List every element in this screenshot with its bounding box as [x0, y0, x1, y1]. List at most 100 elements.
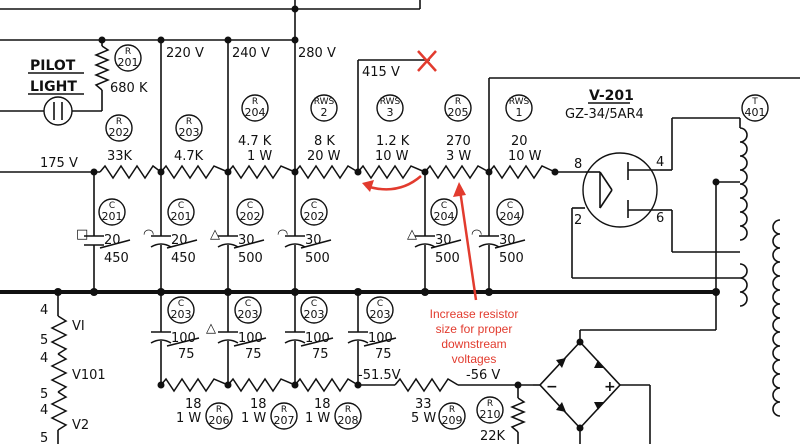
- heater-pin-5b: 5: [40, 387, 48, 402]
- c203b-ref: 203: [238, 308, 259, 321]
- red-x-mark: [417, 50, 437, 72]
- cap-c203-a: C 203 100 75: [166, 296, 200, 362]
- cap-c203-b: C 203 △ 100 75: [206, 296, 267, 362]
- junction-dots-bottom: [157, 381, 522, 389]
- r202-value: 33K: [107, 149, 133, 164]
- r209-value: 33: [415, 397, 432, 412]
- tube-pin6: 6: [656, 211, 664, 226]
- resistor-r207: 18 1 W R 207: [241, 397, 298, 430]
- c202b-volts: 500: [305, 251, 330, 266]
- r209-prefix: R: [449, 405, 455, 415]
- r206-prefix: R: [216, 405, 222, 415]
- c202b-prefix: C: [311, 201, 317, 211]
- heater-pin-4b: 4: [40, 351, 48, 366]
- r201-ref: 201: [118, 56, 139, 69]
- resistor-r209: 33 5 W R 209: [411, 397, 466, 430]
- r205-watt: 3 W: [446, 149, 471, 164]
- resistor-rws1: RWS 1 20 10 W: [505, 94, 542, 164]
- c203a-prefix: C: [178, 299, 184, 309]
- pilot-label-line2: LIGHT: [30, 79, 77, 95]
- r201-badge: [114, 44, 142, 72]
- cap-c201-b: C 201 ◠ 20 450: [143, 198, 198, 266]
- rail-label-220v: 220 V: [166, 46, 204, 61]
- resistor-r208: 18 1 W R 208: [305, 397, 362, 430]
- red-arrow: [458, 189, 478, 301]
- c203d-ref: 203: [370, 308, 391, 321]
- r206-ref: 206: [209, 414, 230, 427]
- cap-row-top: [84, 172, 500, 292]
- c203d-value: 100: [368, 331, 393, 346]
- tube-v201: V-201 GZ-34/5AR4 8 4 2 6: [565, 88, 673, 278]
- tube-pin8: 8: [574, 157, 582, 172]
- c201a-volts: 450: [104, 251, 129, 266]
- resistor-r202: R 202 33K: [105, 114, 133, 164]
- c203c-ref: 203: [304, 308, 325, 321]
- heater-pin-4a: 4: [40, 303, 48, 318]
- c203b-mark: △: [206, 321, 216, 336]
- c204b-prefix: C: [507, 201, 513, 211]
- bridge-plus: +: [604, 379, 616, 395]
- cap-c203-d: C 203 100 75: [363, 296, 397, 362]
- r209-watt: 5 W: [411, 411, 436, 426]
- neg-rail-label-2: -56 V: [466, 368, 500, 383]
- top-wiring: [0, 0, 800, 172]
- rws3-ref: 3: [387, 106, 394, 119]
- junction-dot: [291, 5, 299, 13]
- c204a-volts: 500: [435, 251, 460, 266]
- r208-value: 18: [314, 397, 331, 412]
- rws1-watt: 10 W: [508, 149, 542, 164]
- heater-string: 4 5 VI 4 5 V101 4 5 V2: [40, 292, 106, 444]
- c203a-ref: 203: [171, 308, 192, 321]
- resistor-r203: R 203 4.7K: [174, 114, 204, 164]
- c203b-value: 100: [238, 331, 263, 346]
- c201a-prefix: C: [109, 201, 115, 211]
- r205-prefix: R: [455, 97, 461, 107]
- cap-c204-b: C 204 ◠ 30 500: [471, 198, 526, 266]
- r206-value: 18: [185, 397, 202, 412]
- c201b-mark: ◠: [143, 227, 154, 242]
- c204a-prefix: C: [441, 201, 447, 211]
- heater-label-v1: VI: [72, 319, 85, 334]
- annotation-line4: voltages: [452, 352, 497, 366]
- tube-envelope-icon: [582, 152, 658, 228]
- r210-ref: 210: [480, 408, 501, 421]
- t401-ref: 401: [745, 106, 766, 119]
- cap-c202-a: C 202 △ 30 500: [210, 198, 265, 266]
- r207-watt: 1 W: [241, 411, 266, 426]
- r210-value: 22K: [480, 429, 506, 444]
- heater-label-v2: V2: [72, 418, 89, 433]
- c202b-mark: ◠: [277, 227, 288, 242]
- rail-label-415v: 415 V: [362, 65, 400, 80]
- tube-ref: V-201: [589, 88, 634, 104]
- bridge-rectifier: − +: [533, 292, 717, 444]
- r201-value: 680 K: [110, 81, 148, 96]
- junction-dot: [291, 36, 299, 44]
- heater-pin-5a: 5: [40, 333, 48, 348]
- resistor-rws2: RWS 2 8 K 20 W: [307, 94, 341, 164]
- pilot-lamp-icon: [43, 96, 73, 126]
- c204a-ref: 204: [434, 210, 455, 223]
- c201b-prefix: C: [178, 201, 184, 211]
- t401-prefix: T: [751, 97, 758, 107]
- c204b-mark: ◠: [471, 227, 482, 242]
- heater-label-v101: V101: [72, 368, 106, 383]
- transformer-t401: T 401: [572, 94, 781, 417]
- junction-dot: [157, 36, 165, 44]
- c202b-ref: 202: [304, 210, 325, 223]
- c201a-ref: 201: [102, 210, 123, 223]
- c203d-volts: 75: [375, 347, 392, 362]
- resistor-rws3: RWS 3 1.2 K 10 W: [375, 94, 410, 164]
- r207-value: 18: [250, 397, 267, 412]
- junction-dot: [224, 36, 232, 44]
- r201-prefix: R: [125, 47, 131, 57]
- rws2-ref: 2: [321, 106, 328, 119]
- annotation-line2: size for proper: [436, 322, 513, 336]
- red-annotation: Increase resistor size for proper downst…: [362, 175, 519, 366]
- cap-row-bottom: [150, 292, 369, 385]
- rws1-ref: 1: [516, 106, 523, 119]
- c203d-prefix: C: [377, 299, 383, 309]
- neg-rail-label-1: -51.5V: [358, 368, 401, 383]
- pilot-label-line1: PILOT: [30, 58, 76, 74]
- annotation-line1: Increase resistor: [430, 307, 519, 321]
- r202-prefix: R: [116, 117, 122, 127]
